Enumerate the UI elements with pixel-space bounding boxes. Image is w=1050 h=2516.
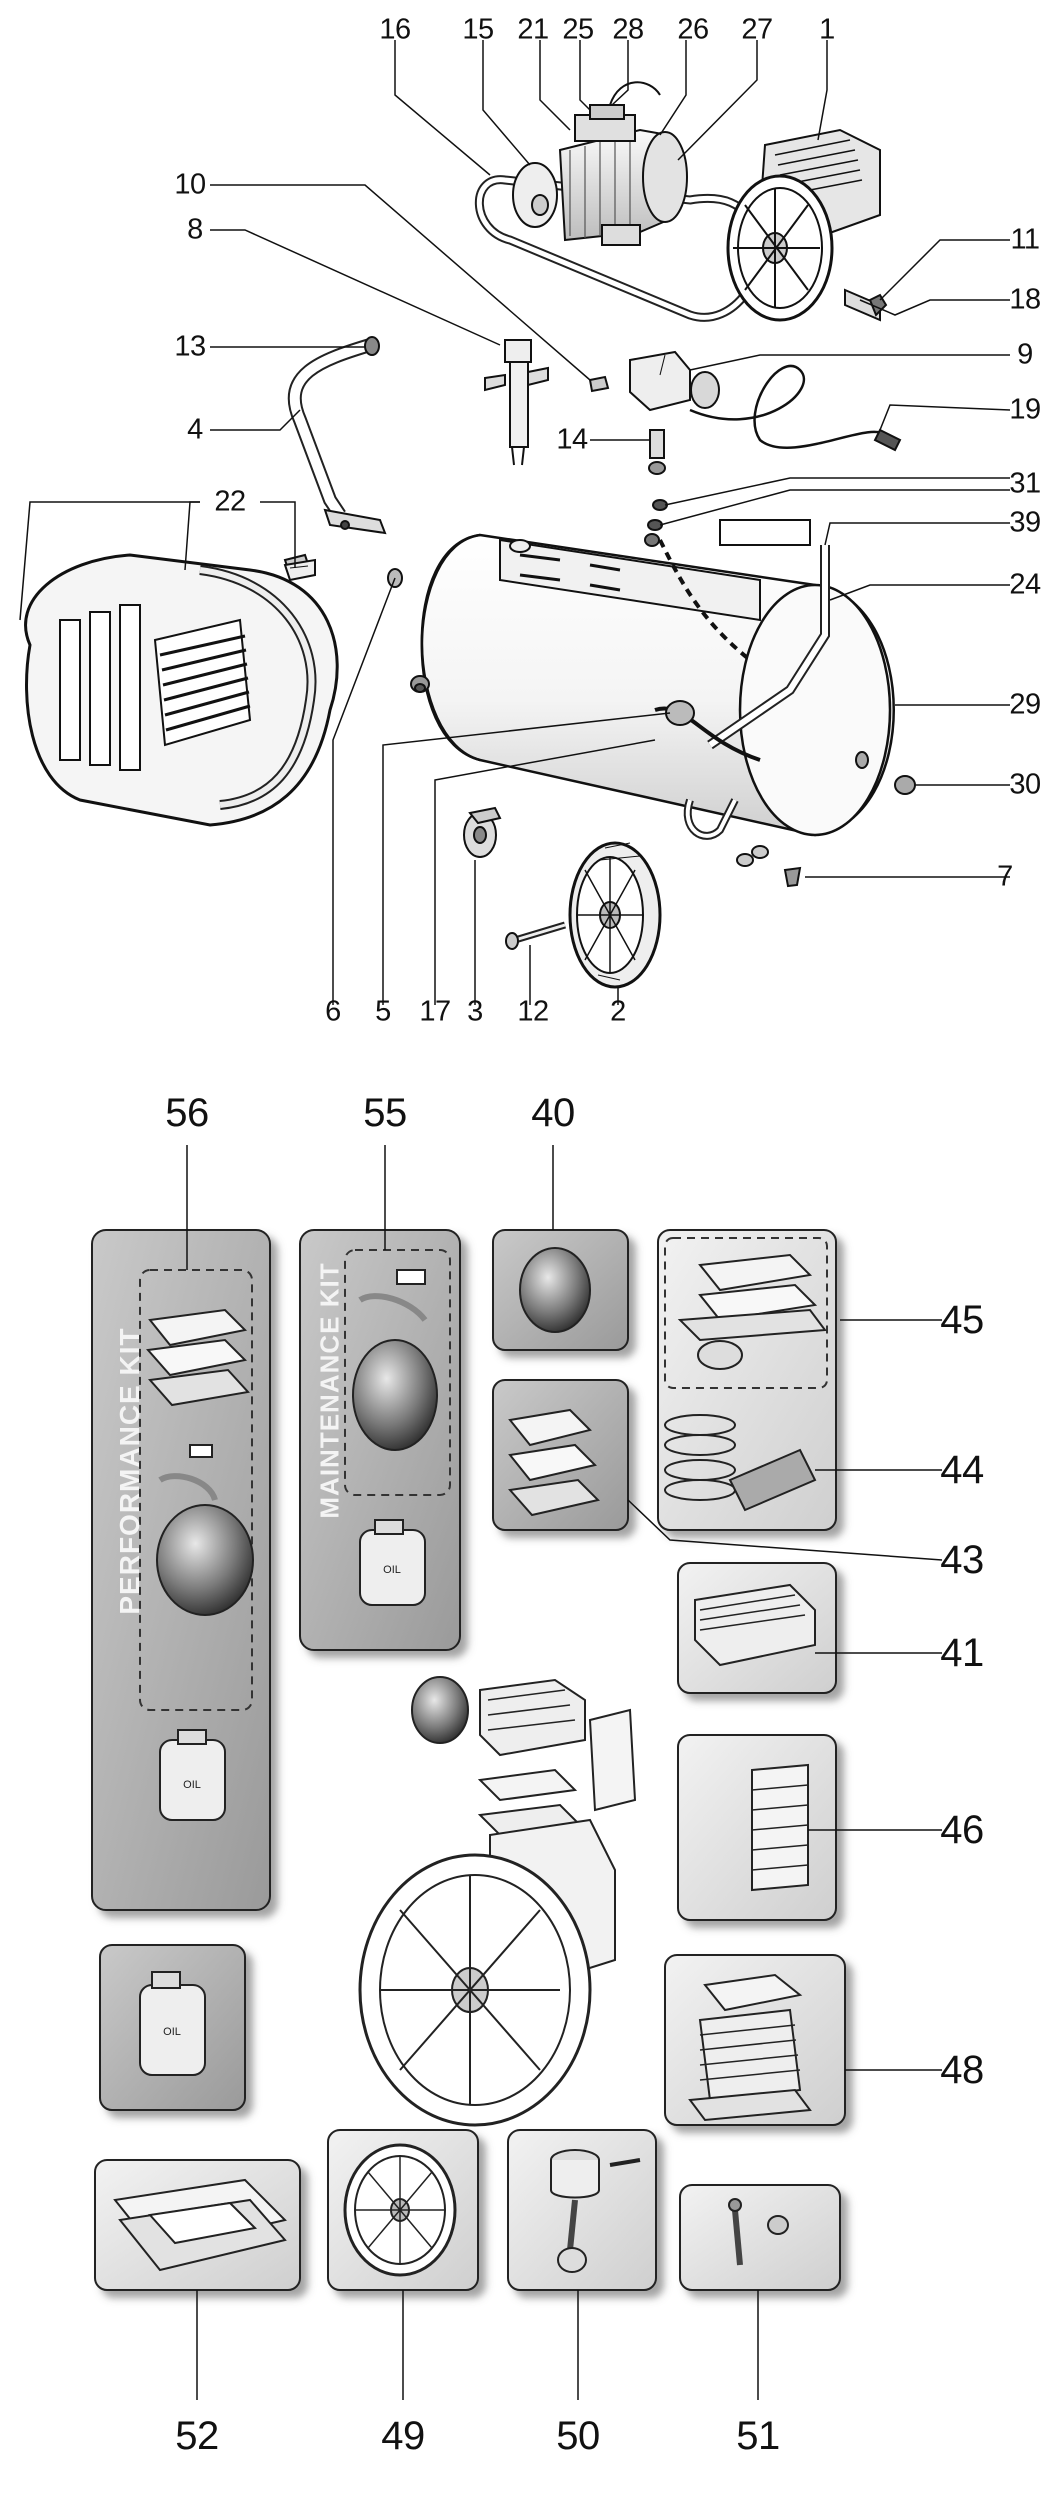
caster <box>463 806 502 858</box>
callout-22: 22 <box>214 485 246 518</box>
pump-assembly-center <box>358 1676 637 2127</box>
callout-17: 17 <box>419 995 451 1028</box>
check-valve <box>484 339 610 466</box>
maintenance-kit-label: MAINTENANCE KIT <box>314 1262 345 1519</box>
motor <box>512 81 688 246</box>
oil-bottle-label-55: OIL <box>383 1564 401 1576</box>
box-51 <box>679 2184 841 2291</box>
oil-bottle-label-56: OIL <box>183 1779 201 1791</box>
callout-18: 18 <box>1009 283 1041 316</box>
callout-19: 19 <box>1009 393 1041 426</box>
kits-section <box>91 1229 846 2291</box>
leader-lines-bottom <box>186 1145 943 2400</box>
callout-12: 12 <box>517 995 549 1028</box>
callout-29: 29 <box>1009 688 1041 721</box>
oil-bottle-label-single: OIL <box>163 2026 181 2038</box>
callout-8: 8 <box>187 213 203 246</box>
performance-kit-label: PERFORMANCE KIT <box>114 1327 145 1615</box>
callout-44: 44 <box>940 1448 984 1492</box>
callout-46: 46 <box>940 1808 984 1852</box>
callout-39: 39 <box>1009 506 1041 539</box>
callout-5: 5 <box>375 995 391 1028</box>
callout-48: 48 <box>940 2048 984 2092</box>
callout-51: 51 <box>736 2414 780 2458</box>
compressor-exploded-view <box>24 81 916 989</box>
callout-2: 2 <box>610 995 626 1028</box>
callout-24: 24 <box>1009 568 1041 601</box>
callout-25: 25 <box>562 13 594 46</box>
callout-10: 10 <box>174 168 206 201</box>
callout-55: 55 <box>363 1091 407 1135</box>
callout-27: 27 <box>741 13 773 46</box>
pressure-switch <box>629 350 902 452</box>
callout-49: 49 <box>381 2414 425 2458</box>
callout-21: 21 <box>517 13 549 46</box>
callout-13: 13 <box>174 330 206 363</box>
callout-14: 14 <box>556 423 588 456</box>
callout-50: 50 <box>556 2414 600 2458</box>
callout-52: 52 <box>175 2414 219 2458</box>
wheel <box>568 841 662 989</box>
callout-30: 30 <box>1009 768 1041 801</box>
callout-1: 1 <box>819 13 835 46</box>
belt-guard <box>24 553 339 827</box>
callout-28: 28 <box>612 13 644 46</box>
callout-4: 4 <box>187 413 203 446</box>
callout-26: 26 <box>677 13 709 46</box>
callout-7: 7 <box>997 860 1013 893</box>
callout-6: 6 <box>325 995 341 1028</box>
box-50 <box>507 2129 657 2291</box>
air-tank <box>420 519 895 837</box>
callout-45: 45 <box>940 1298 984 1342</box>
callout-11: 11 <box>1010 223 1040 256</box>
leader-lines-top <box>19 40 1011 1005</box>
callout-41: 41 <box>940 1631 984 1675</box>
fitting-11 <box>868 293 888 317</box>
callout-40: 40 <box>531 1091 575 1135</box>
callout-16: 16 <box>379 13 411 46</box>
callout-9: 9 <box>1017 338 1033 371</box>
fitting-13 <box>364 336 380 356</box>
callout-15: 15 <box>462 13 494 46</box>
callout-31: 31 <box>1009 467 1041 500</box>
callout-43: 43 <box>940 1538 984 1582</box>
callout-3: 3 <box>467 995 483 1028</box>
pump-head <box>726 128 881 322</box>
callout-56: 56 <box>165 1091 209 1135</box>
